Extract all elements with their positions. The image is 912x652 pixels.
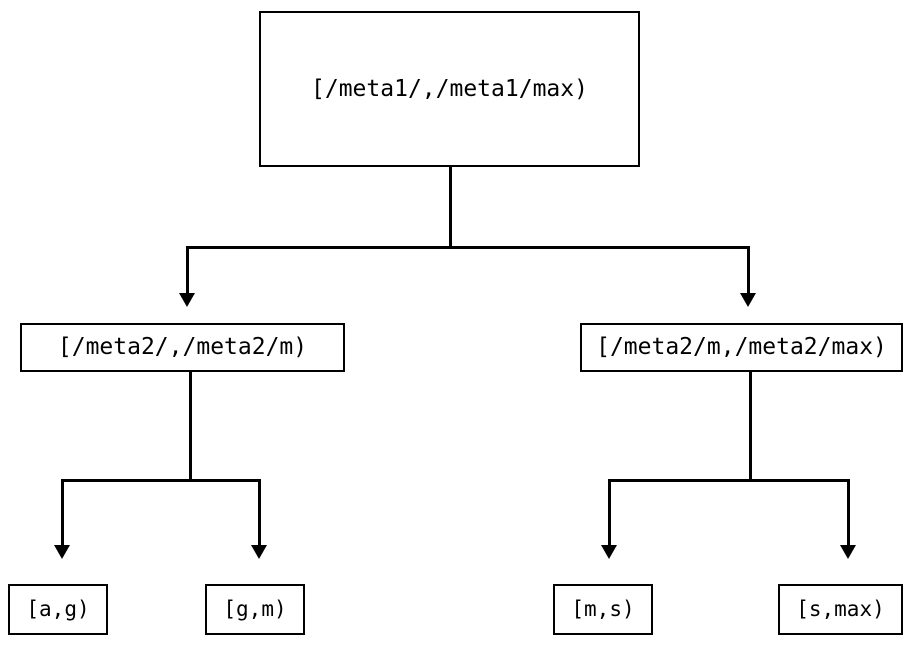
node-root[interactable]: [/meta1/,/meta1/max) — [259, 11, 640, 167]
node-mid-left[interactable]: [/meta2/,/meta2/m) — [20, 323, 345, 372]
node-leaf-4-label: [s,max) — [796, 597, 885, 621]
edge-mid-left-to-leaf-2 — [258, 479, 261, 546]
edge-mid-right-to-leaf-3 — [608, 479, 611, 546]
node-root-label: [/meta1/,/meta1/max) — [311, 75, 588, 102]
arrowhead-root-to-mid-right — [740, 293, 756, 307]
arrowhead-mid-left-to-leaf-1 — [54, 545, 70, 559]
node-leaf-3-label: [m,s) — [571, 597, 635, 621]
node-leaf-3[interactable]: [m,s) — [553, 584, 653, 635]
edge-mid-right-to-leaf-4 — [847, 479, 850, 546]
node-mid-left-label: [/meta2/,/meta2/m) — [57, 334, 308, 360]
node-mid-right-label: [/meta2/m,/meta2/max) — [596, 334, 887, 360]
edge-mid-left-crossbar — [61, 479, 261, 482]
edge-root-stem — [449, 167, 452, 248]
arrowhead-mid-left-to-leaf-2 — [251, 545, 267, 559]
arrowhead-mid-right-to-leaf-3 — [601, 545, 617, 559]
arrowhead-root-to-mid-left — [179, 293, 195, 307]
edge-mid-right-stem — [749, 372, 752, 482]
edge-mid-right-crossbar — [608, 479, 850, 482]
edge-root-to-mid-left — [186, 246, 189, 294]
edge-root-crossbar — [186, 246, 750, 249]
node-mid-right[interactable]: [/meta2/m,/meta2/max) — [580, 323, 903, 372]
node-leaf-4[interactable]: [s,max) — [778, 584, 903, 635]
edge-root-to-mid-right — [747, 246, 750, 294]
arrowhead-mid-right-to-leaf-4 — [840, 545, 856, 559]
node-leaf-1[interactable]: [a,g) — [8, 584, 108, 635]
node-leaf-2-label: [g,m) — [223, 597, 287, 621]
node-leaf-2[interactable]: [g,m) — [205, 584, 305, 635]
node-leaf-1-label: [a,g) — [26, 597, 90, 621]
edge-mid-left-stem — [189, 372, 192, 482]
edge-mid-left-to-leaf-1 — [61, 479, 64, 546]
